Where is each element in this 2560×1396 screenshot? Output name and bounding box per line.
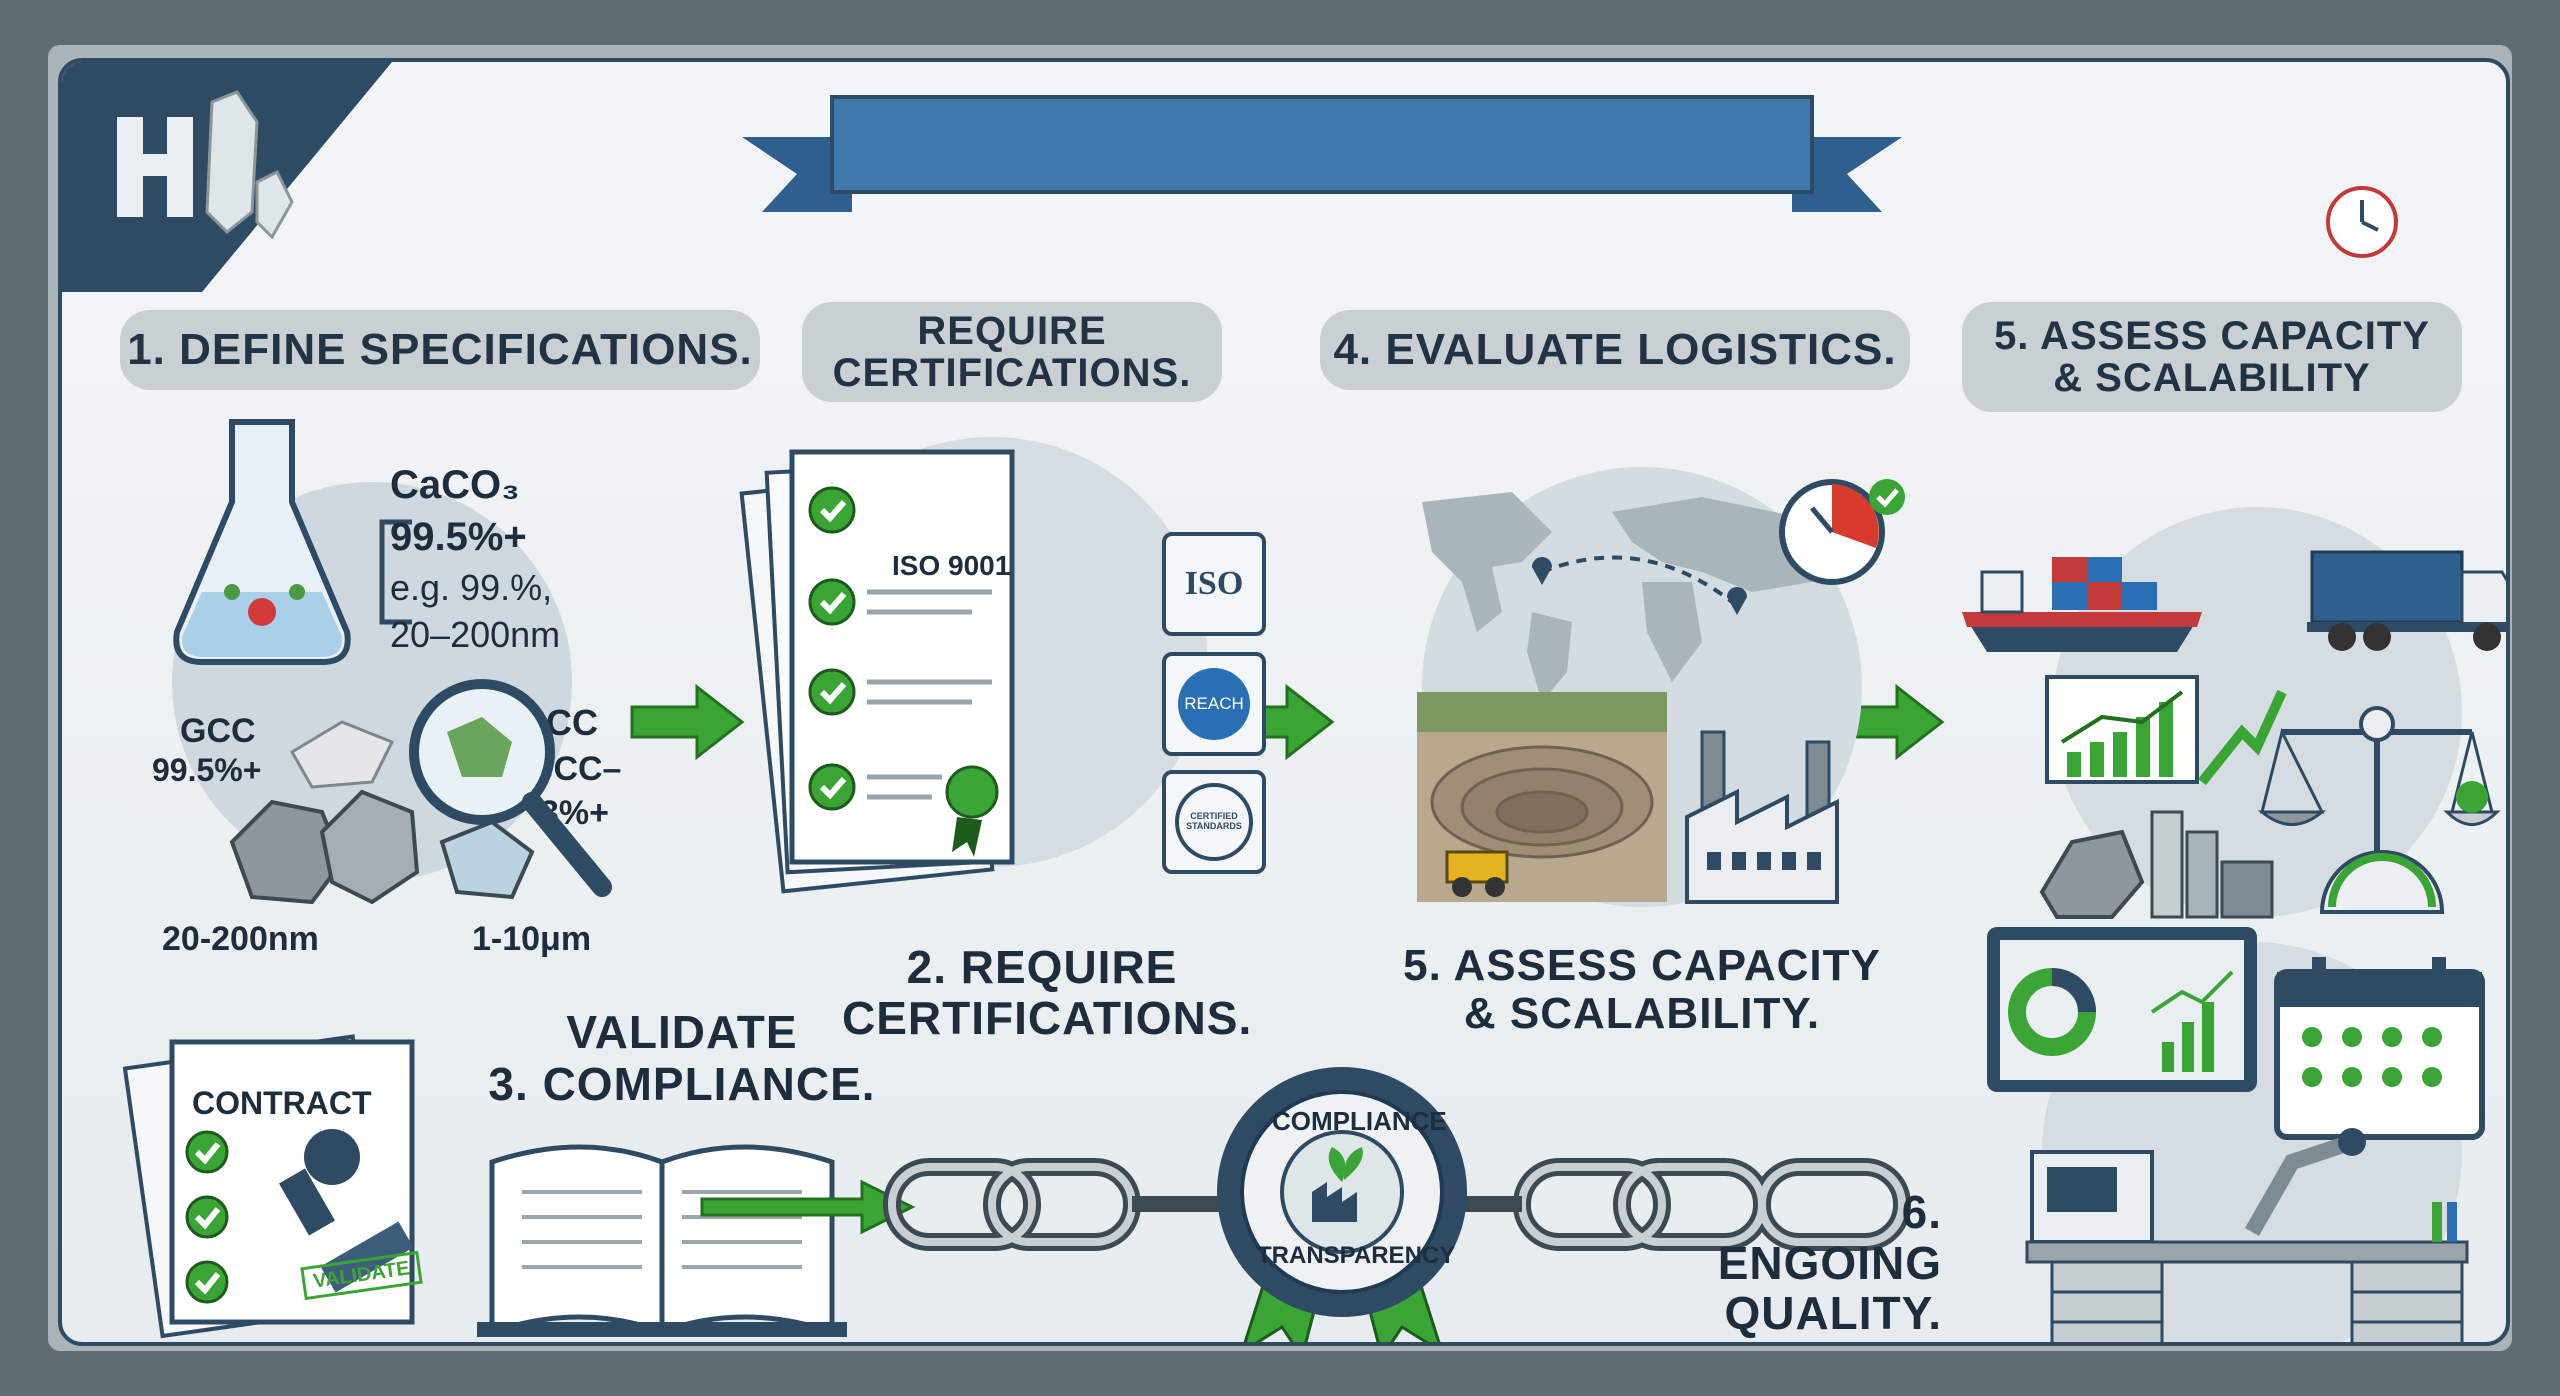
step-assess-top-pill: 5. ASSESS CAPACITY & SCALABILITY: [1962, 302, 2462, 412]
title-ribbon: [742, 95, 1902, 212]
reach-badge-text: REACH: [1178, 668, 1250, 740]
reach-badge: REACH: [1162, 652, 1266, 756]
step-require-top-label: REQUIRE CERTIFICATIONS.: [832, 309, 1192, 395]
step-evaluate-label: 4. EVALUATE LOGISTICS.: [1333, 324, 1897, 374]
stopwatch-icon: [1779, 479, 1905, 585]
step-define-label: 1. DEFINE SPECIFICATIONS.: [127, 324, 753, 374]
factory-icon: [1685, 730, 1839, 904]
formula-label: CaCO₃: [390, 463, 520, 507]
gcc-label: GCC: [180, 712, 256, 750]
calendar-icon: [2274, 957, 2485, 1140]
step-validate-line2: 3. COMPLIANCE.: [488, 1058, 876, 1110]
arrow-right-1: [630, 683, 745, 761]
open-pit-mine-icon: [1417, 692, 1667, 902]
world-map-icon: [1422, 492, 1822, 702]
certificate-document: [739, 449, 1015, 894]
rock-pile-icon: [2039, 810, 2274, 919]
flask-icon: [173, 419, 351, 665]
standards-badge: CERTIFIED STANDARDS: [1162, 770, 1266, 874]
contract-title: CONTRACT: [192, 1085, 372, 1121]
infographic-panel: 1. DEFINE SPECIFICATIONS. REQUIRE CERTIF…: [58, 58, 2510, 1346]
open-book-icon: [477, 1144, 847, 1337]
growth-chart-icon: [2045, 675, 2287, 786]
step-assess-bottom-label: 5. ASSESS CAPACITY & SCALABILITY.: [1403, 941, 1881, 1039]
standards-badge-text: CERTIFIED STANDARDS: [1175, 783, 1253, 861]
dashboard-monitor-icon: [1987, 927, 2257, 1092]
compliance-seal: [1217, 1067, 1467, 1342]
size-range-label: 20–200nm: [390, 614, 561, 655]
cargo-ship-icon: [1962, 557, 2202, 652]
balance-scale-icon: [2257, 706, 2501, 914]
truck-icon: [2307, 550, 2506, 651]
lab-equipment-icon: [2025, 1128, 2469, 1342]
rocks-and-magnifier: [229, 679, 612, 905]
step-evaluate-pill: 4. EVALUATE LOGISTICS.: [1320, 310, 1910, 390]
bracket-connector: [379, 519, 412, 625]
step-require-top-pill: REQUIRE CERTIFICATIONS.: [802, 302, 1222, 402]
step-validate-line1: VALIDATE: [566, 1006, 798, 1058]
purity-label: 99.5%+: [390, 515, 527, 559]
step-ongoing-label: 6. ENGOING QUALITY.: [1717, 1186, 1942, 1340]
clock-icon: [2326, 186, 2398, 258]
size-right-label: 1-10μm: [472, 920, 592, 958]
size-left-label: 20-200nm: [162, 920, 319, 958]
seal-bottom-label: TRANSPARENCY: [1257, 1242, 1456, 1269]
corner-logo-block: [62, 62, 392, 292]
step-define-pill: 1. DEFINE SPECIFICATIONS.: [120, 310, 760, 390]
step-assess-top-label: 5. ASSESS CAPACITY & SCALABILITY: [1994, 314, 2430, 400]
contract-document: [122, 1034, 415, 1339]
iso-badge-text: ISO: [1184, 565, 1244, 602]
chain-links: [883, 1158, 1911, 1251]
iso-line-label: ISO 9001: [892, 550, 1011, 581]
gcc-purity-label: 99.5%+: [152, 752, 262, 788]
example-label: e.g. 99.%,: [390, 567, 553, 608]
step-require-bottom-label: 2. REQUIRE CERTIFICATIONS.: [842, 941, 1253, 1044]
seal-top-label: COMPLIANCE: [1272, 1106, 1447, 1136]
iso-badge: ISO: [1162, 532, 1266, 636]
